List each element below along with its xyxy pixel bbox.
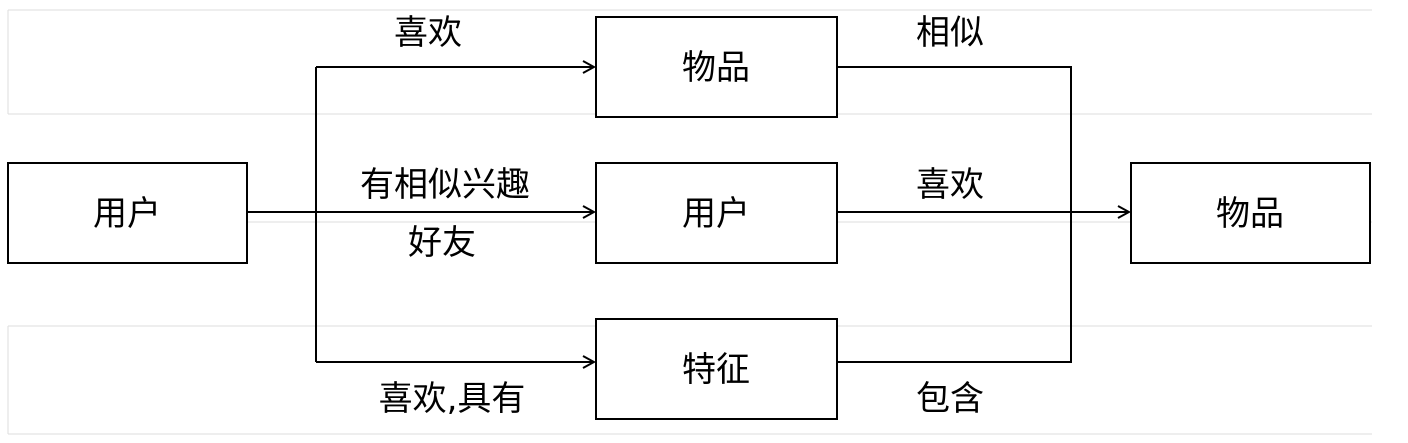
edge-labels: 喜欢 有相似兴趣 好友 喜欢,具有 相似 喜欢 包含 bbox=[360, 13, 984, 419]
edge-label-friend: 好友 bbox=[408, 223, 476, 263]
node-label: 物品 bbox=[1216, 194, 1284, 234]
node-label: 物品 bbox=[682, 48, 750, 88]
node-source-user: 用户 bbox=[7, 162, 248, 264]
edge-label-likes-has: 喜欢,具有 bbox=[379, 379, 526, 419]
connectors bbox=[247, 67, 1129, 362]
node-item-mid: 物品 bbox=[595, 16, 838, 118]
node-label: 特征 bbox=[682, 350, 750, 390]
node-label: 用户 bbox=[682, 194, 750, 234]
edge-label-contains: 包含 bbox=[916, 379, 984, 419]
edge-label-likes-mid: 喜欢 bbox=[916, 165, 984, 205]
edge-label-similar-interest: 有相似兴趣 bbox=[360, 165, 530, 205]
edge-label-similar: 相似 bbox=[916, 13, 984, 53]
edge-label-likes-top: 喜欢 bbox=[394, 13, 462, 53]
node-target-item: 物品 bbox=[1130, 162, 1371, 264]
node-feature-mid: 特征 bbox=[595, 318, 838, 420]
node-label: 用户 bbox=[93, 194, 161, 234]
node-user-mid: 用户 bbox=[595, 162, 838, 264]
edge-item-mid-to-merge bbox=[837, 66, 1072, 363]
